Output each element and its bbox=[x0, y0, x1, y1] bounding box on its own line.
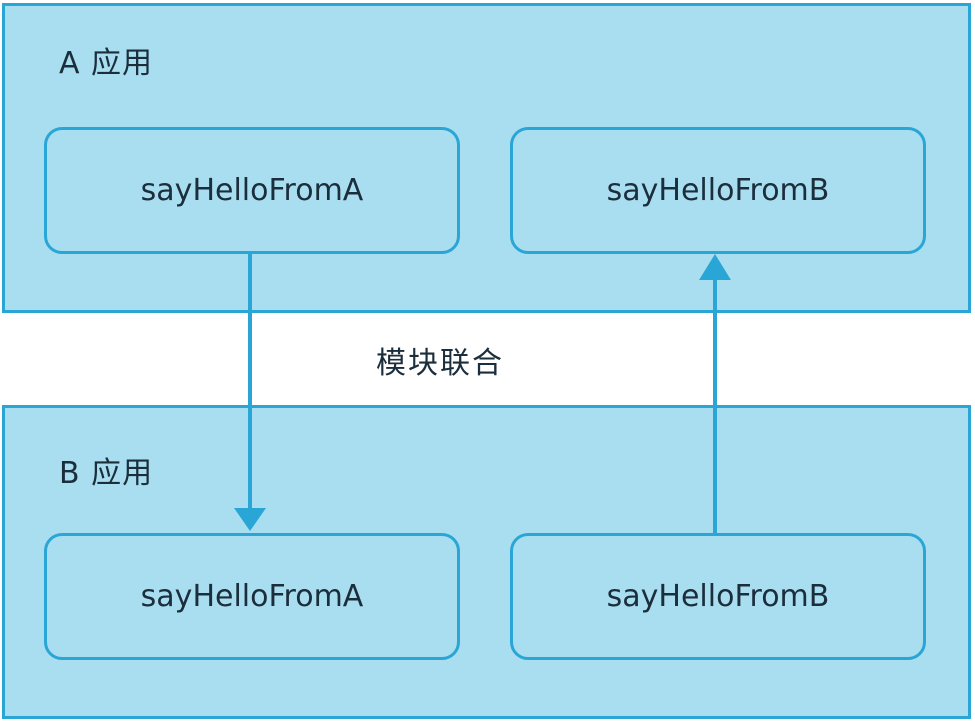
module-federation-label: 模块联合 bbox=[376, 346, 504, 381]
app-a-container: A 应用 sayHelloFromA sayHelloFromB bbox=[2, 3, 971, 313]
app-b-method-say-hello-from-b: sayHelloFromB bbox=[510, 533, 926, 660]
app-a-method-say-hello-from-a: sayHelloFromA bbox=[44, 127, 460, 254]
app-b-method-say-hello-from-a: sayHelloFromA bbox=[44, 533, 460, 660]
app-a-method-say-hello-from-b: sayHelloFromB bbox=[510, 127, 926, 254]
app-b-container: B 应用 sayHelloFromA sayHelloFromB bbox=[2, 405, 971, 719]
app-a-title: A 应用 bbox=[59, 46, 154, 81]
app-b-title: B 应用 bbox=[59, 456, 154, 491]
